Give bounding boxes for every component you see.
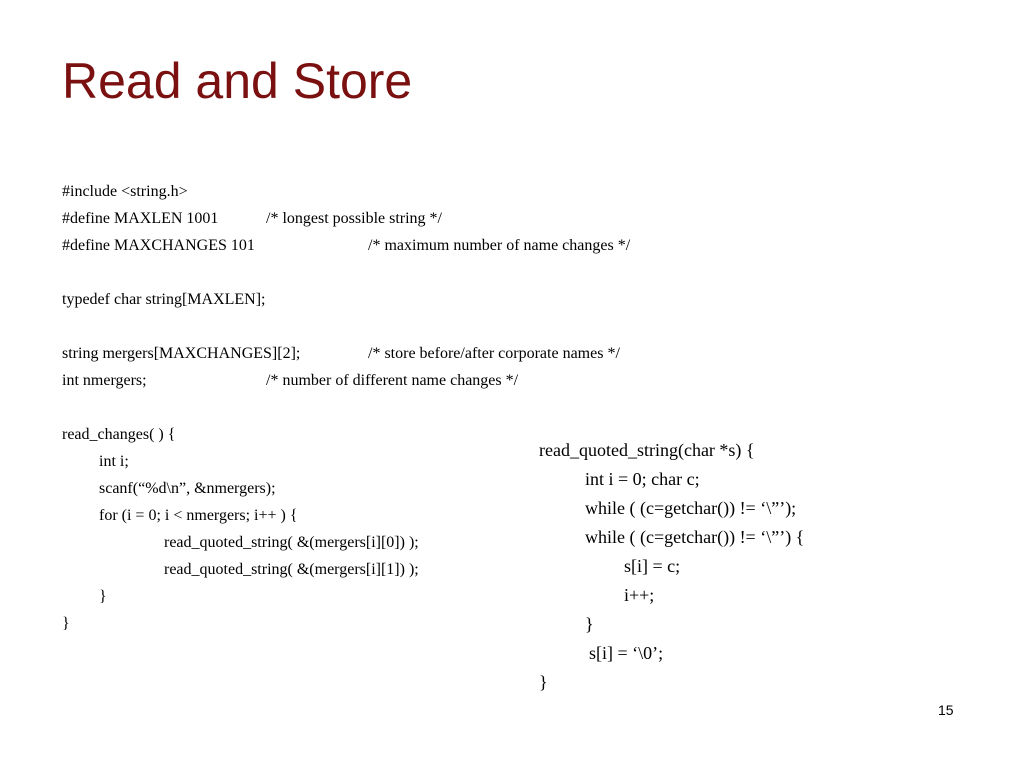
code-line: for (i = 0; i < nmergers; i++ ) {	[99, 507, 298, 524]
code-line: typedef char string[MAXLEN];	[62, 291, 266, 308]
code-line: while ( (c=getchar()) != ‘\”’) {	[585, 527, 805, 547]
code-line: }	[99, 588, 107, 605]
code-line: #include <string.h>	[62, 183, 188, 200]
code-line: read_quoted_string( &(mergers[i][1]) );	[164, 561, 419, 578]
code-comment: /* store before/after corporate names */	[368, 345, 620, 362]
right-code-block: read_quoted_string(char *s) { int i = 0;…	[539, 440, 959, 700]
code-line: #define MAXCHANGES 101	[62, 237, 255, 254]
code-line: scanf(“%d\n”, &nmergers);	[99, 480, 276, 497]
code-line: s[i] = ‘\0’;	[589, 643, 664, 663]
code-line: read_changes( ) {	[62, 426, 176, 443]
code-comment: /* maximum number of name changes */	[368, 237, 631, 254]
left-code-block: #include <string.h> #define MAXLEN 1001 …	[62, 183, 630, 643]
code-line: read_quoted_string( &(mergers[i][0]) );	[164, 534, 419, 551]
code-line: #define MAXLEN 1001	[62, 210, 219, 227]
slide-title: Read and Store	[62, 53, 413, 109]
code-line: while ( (c=getchar()) != ‘\”’);	[585, 498, 797, 518]
code-comment: /* longest possible string */	[266, 210, 442, 227]
code-line: read_quoted_string(char *s) {	[539, 440, 755, 460]
code-line: i++;	[624, 585, 655, 605]
code-line: int nmergers;	[62, 372, 147, 389]
code-line: }	[539, 672, 548, 692]
code-line: s[i] = c;	[624, 556, 681, 576]
code-line: int i = 0; char c;	[585, 469, 700, 489]
code-line: int i;	[99, 453, 129, 470]
code-comment: /* number of different name changes */	[266, 372, 519, 389]
code-line: string mergers[MAXCHANGES][2];	[62, 345, 301, 362]
page-number: 15	[938, 702, 954, 718]
code-line: }	[585, 614, 594, 634]
code-line: }	[62, 615, 70, 632]
